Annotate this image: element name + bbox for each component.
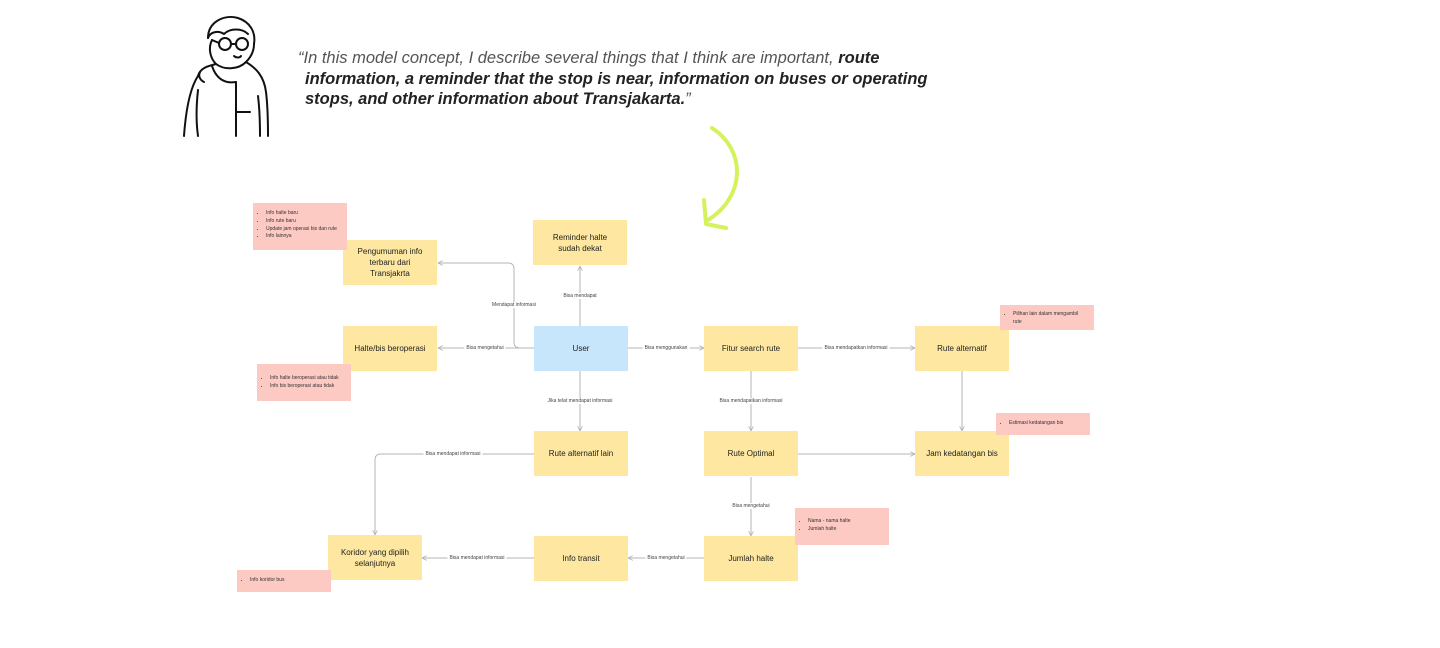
note-item: Info lainnya — [266, 233, 341, 241]
note-item: Info bis beroperasi atau tidak — [270, 383, 345, 391]
note-koridor: Info koridor bus — [237, 570, 331, 592]
edge-label-bisa-mendapatkan-informasi-rutealt: Bisa mendapatkan informasi — [822, 345, 890, 351]
curved-arrow-accent — [706, 126, 739, 222]
node-pengumuman-info[interactable]: Pengumuman info terbaru dari Transjakrta — [343, 240, 437, 285]
node-jam-kedatangan-bis[interactable]: Jam kedatangan bis — [915, 431, 1009, 476]
note-item: Pilihan lain dalam mengambil rute — [1013, 311, 1088, 327]
person-illustration — [183, 16, 269, 137]
quote-bold-1: route — [838, 49, 880, 67]
edge-label-bisa-mendapat-informasi-transit: Bisa mendapat informasi — [447, 555, 507, 561]
note-item: Update jam operasi bis dan rute — [266, 226, 341, 234]
quote-open-mark: “ — [298, 49, 304, 67]
quote-bold-2: information, a reminder that the stop is… — [305, 69, 928, 88]
note-pengumuman: Info halte baru Info rute baru Update ja… — [253, 203, 347, 250]
node-info-transit[interactable]: Info transit — [534, 536, 628, 581]
note-rute-alternatif: Pilihan lain dalam mengambil rute — [1000, 305, 1094, 330]
node-rute-alternatif[interactable]: Rute alternatif — [915, 326, 1009, 371]
curved-arrow-accent-head — [702, 198, 728, 230]
quote-bold-3: stops, and other information about Trans… — [305, 90, 686, 108]
note-jam-kedatangan: Estimasi kedatangan bis — [996, 413, 1090, 435]
node-user[interactable]: User — [534, 326, 628, 371]
edge-label-bisa-mengetahui-halte: Bisa mengetahui — [464, 345, 506, 351]
node-fitur-search-rute[interactable]: Fitur search rute — [704, 326, 798, 371]
quote-intro: In this model concept, I describe severa… — [303, 49, 839, 67]
note-item: Info rute baru — [266, 218, 341, 226]
note-item: Nama - nama halte — [808, 518, 883, 526]
note-item: Info halte beroperasi atau tidak — [270, 375, 345, 383]
edge-label-bisa-mendapat: Bisa mendapat — [561, 293, 599, 299]
edge-label-bisa-mengetahui-transit: Bisa mengetahui — [645, 555, 687, 561]
edge-label-bisa-menggunakan: Bisa menggunakan — [642, 345, 690, 351]
node-reminder-halte[interactable]: Reminder halte sudah dekat — [533, 220, 627, 265]
quote-text: “In this model concept, I describe sever… — [298, 48, 938, 110]
edge-label-bisa-mendapat-informasi-koridor: Bisa mendapat informasi — [423, 451, 483, 457]
edge-label-bisa-mendapatkan-informasi-optimal: Bisa mendapatkan informasi — [717, 398, 785, 404]
node-rute-optimal[interactable]: Rute Optimal — [704, 431, 798, 476]
note-item: Info halte baru — [266, 210, 341, 218]
edge-label-bisa-mengetahui-jumlah: Bisa mengetahui — [730, 503, 772, 509]
note-halte-bis: Info halte beroperasi atau tidak Info bi… — [257, 364, 351, 401]
edge-label-jika-telat: Jika telat mendapat informasi — [545, 398, 615, 404]
node-jumlah-halte[interactable]: Jumlah halte — [704, 536, 798, 581]
edge-label-mendapat-informasi: Mendapat informasi — [490, 302, 538, 308]
node-halte-bis-beroperasi[interactable]: Halte/bis beroperasi — [343, 326, 437, 371]
note-item: Jumlah halte — [808, 526, 883, 534]
quote-close-mark: ” — [685, 90, 691, 108]
edge-rutealtlain-koridor — [375, 453, 534, 535]
note-jumlah-halte: Nama - nama halte Jumlah halte — [795, 508, 889, 545]
node-koridor-selanjutnya[interactable]: Koridor yang dipilih selanjutnya — [328, 535, 422, 580]
note-item: Info koridor bus — [250, 577, 325, 585]
node-rute-alternatif-lain[interactable]: Rute alternatif lain — [534, 431, 628, 476]
note-item: Estimasi kedatangan bis — [1009, 420, 1084, 428]
